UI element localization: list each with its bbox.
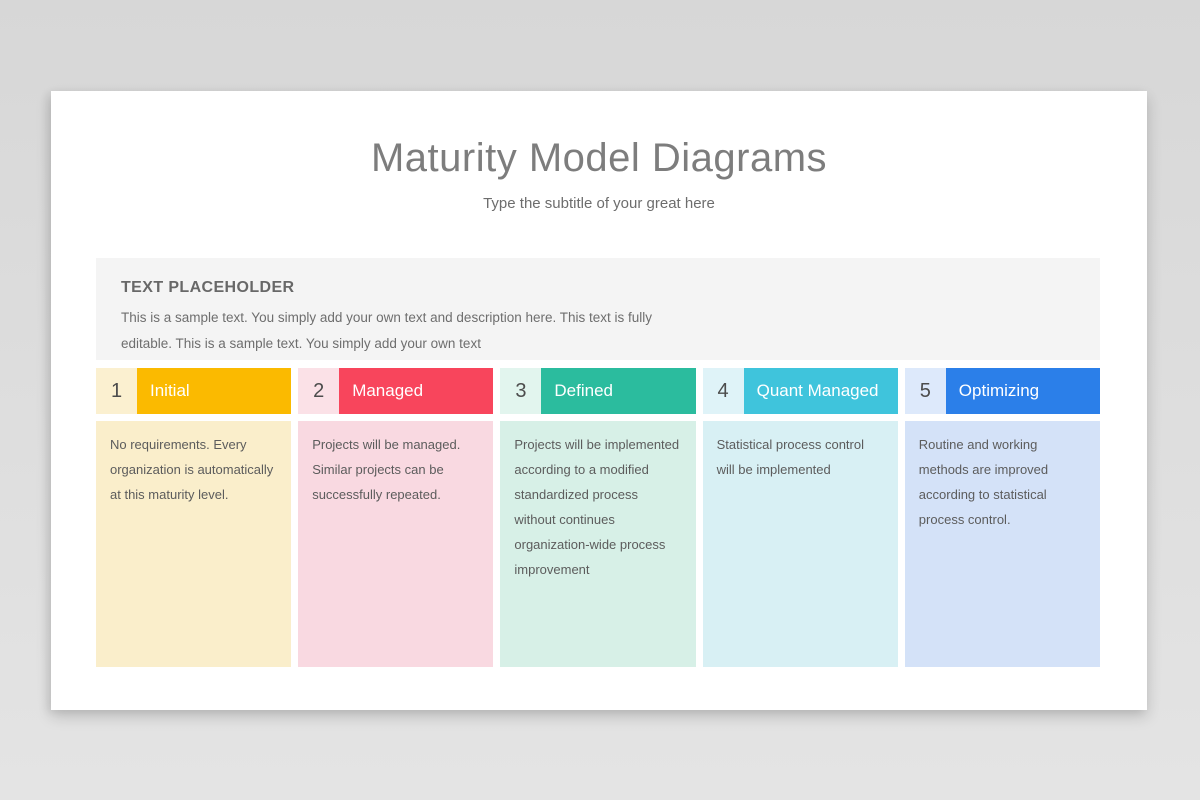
stage-label: Quant Managed (743, 368, 898, 414)
page-title: Maturity Model Diagrams (370, 136, 828, 180)
stage-number: 3 (500, 368, 542, 414)
stage-description: Projects will be managed. Similar projec… (298, 421, 494, 667)
column-header: 3 Defined (500, 368, 696, 414)
maturity-columns: 1 Initial No requirements. Every organiz… (96, 368, 1100, 667)
slide-content: TEXT PLACEHOLDER This is a sample text. … (96, 258, 1100, 667)
stage-description: Routine and working methods are improved… (904, 421, 1100, 667)
stage-label: Defined (541, 368, 696, 414)
column-header: 2 Managed (298, 368, 494, 414)
stage-number: 5 (904, 368, 946, 414)
maturity-column-quant-managed: 4 Quant Managed Statistical process cont… (702, 368, 898, 667)
maturity-column-initial: 1 Initial No requirements. Every organiz… (96, 368, 292, 667)
column-header: 5 Optimizing (904, 368, 1100, 414)
text-placeholder-body: This is a sample text. You simply add yo… (121, 310, 653, 351)
page-subtitle: Type the subtitle of your great here (483, 195, 715, 212)
stage-number: 4 (702, 368, 744, 414)
column-header: 1 Initial (96, 368, 292, 414)
slide-card: Maturity Model Diagrams Type the subtitl… (51, 91, 1147, 710)
maturity-column-optimizing: 5 Optimizing Routine and working methods… (904, 368, 1100, 667)
stage-description: No requirements. Every organization is a… (96, 421, 292, 667)
stage-number: 1 (96, 368, 137, 414)
text-placeholder-heading: TEXT PLACEHOLDER (121, 279, 295, 296)
text-placeholder-box: TEXT PLACEHOLDER This is a sample text. … (96, 258, 1100, 360)
stage-label: Managed (339, 368, 494, 414)
maturity-column-managed: 2 Managed Projects will be managed. Simi… (298, 368, 494, 667)
stage-description: Projects will be implemented according t… (500, 421, 696, 667)
maturity-column-defined: 3 Defined Projects will be implemented a… (500, 368, 696, 667)
stage-description: Statistical process control will be impl… (702, 421, 898, 667)
stage-number: 2 (298, 368, 340, 414)
stage-label: Optimizing (945, 368, 1100, 414)
stage-label: Initial (137, 368, 292, 414)
column-header: 4 Quant Managed (702, 368, 898, 414)
